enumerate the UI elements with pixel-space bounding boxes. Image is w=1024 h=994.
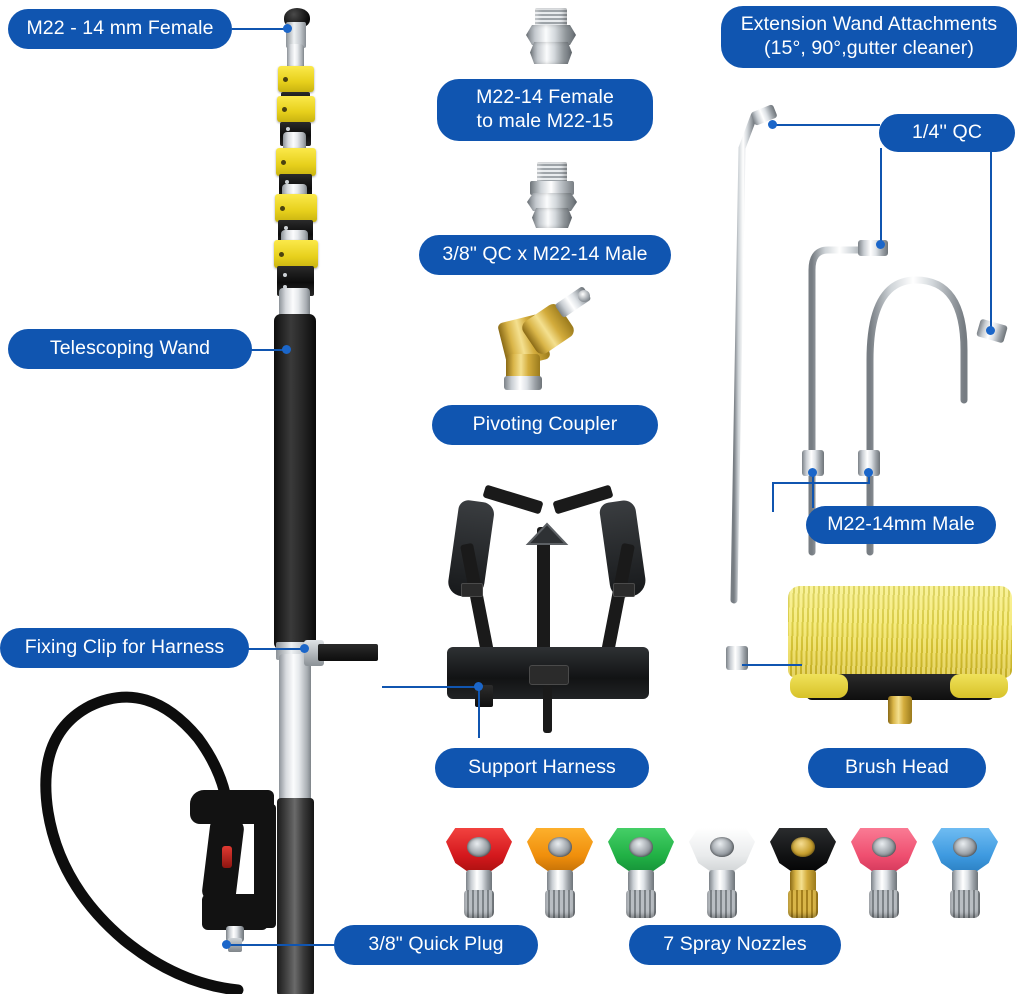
label-quick-plug[interactable]: 3/8" Quick Plug — [334, 925, 538, 965]
leader-qc-15 — [772, 124, 880, 126]
nozzle-orifice-icon — [548, 837, 572, 857]
label-pivoting-coupler[interactable]: Pivoting Coupler — [432, 405, 658, 445]
brush-head — [784, 586, 1016, 736]
leader-telescoping-wand — [232, 349, 286, 351]
label-adapter-female-to-male[interactable]: M22-14 Female to male M22-15 — [437, 79, 653, 141]
label-support-harness[interactable]: Support Harness — [435, 748, 649, 788]
brush-head-fitting — [888, 696, 912, 724]
leader-qc-90 — [880, 148, 882, 244]
label-m22-14-female[interactable]: M22 - 14 mm Female — [8, 9, 232, 49]
pivoting-coupler — [492, 285, 600, 390]
anchor-dot-qc-90 — [876, 240, 885, 249]
leader-m22-male-v1 — [812, 472, 814, 508]
nozzle-blue-spare — [930, 828, 1000, 920]
anchor-dot-m22-male-90 — [808, 468, 817, 477]
extension-wand-15-degree — [730, 112, 758, 604]
label-extension-wand[interactable]: Extension Wand Attachments (15°, 90°,gut… — [721, 6, 1017, 68]
leader-fixing-clip — [248, 648, 304, 650]
nozzle-black-soap — [768, 828, 838, 920]
nozzle-white-40-degree — [687, 828, 757, 920]
anchor-dot-m22-male-gutter — [864, 468, 873, 477]
nozzle-orifice-icon — [872, 837, 896, 857]
label-m22-14mm-male[interactable]: M22-14mm Male — [806, 506, 996, 544]
nozzle-orifice-icon — [629, 837, 653, 857]
leader-support-harness-v — [478, 686, 480, 738]
label-qc-male-adapter[interactable]: 3/8" QC x M22-14 Male — [419, 235, 671, 275]
leader-brush-head — [742, 664, 802, 666]
m22-male-fitting-gutter — [858, 450, 880, 476]
gutter-cleaner-wand — [866, 276, 968, 556]
leader-m22-male-v2 — [868, 472, 870, 484]
adapter-three-eighths-qc-x-m22-14-male — [523, 162, 581, 228]
nozzle-orifice-icon — [710, 837, 734, 857]
label-quarter-qc[interactable]: 1/4'' QC — [879, 114, 1015, 152]
anchor-dot-qc-gutter — [986, 326, 995, 335]
harness-triangle-clip — [525, 522, 569, 545]
anchor-dot-qc-15 — [768, 120, 777, 129]
label-fixing-clip[interactable]: Fixing Clip for Harness — [0, 628, 249, 668]
anchor-dot-fixing-clip — [300, 644, 309, 653]
nozzle-green-25-degree — [606, 828, 676, 920]
nozzle-orifice-icon — [791, 837, 815, 857]
label-brush-head[interactable]: Brush Head — [808, 748, 986, 788]
leader-m22-male-h — [772, 482, 870, 484]
telescoping-wand — [262, 8, 378, 994]
leader-quick-plug — [226, 944, 340, 946]
adapter-m22-14-female-to-m22-15-male — [520, 8, 582, 66]
nozzle-orange-15-degree — [525, 828, 595, 920]
leader-qc-gutter — [990, 148, 992, 330]
label-telescoping-wand[interactable]: Telescoping Wand — [8, 329, 252, 369]
nozzle-orifice-icon — [467, 837, 491, 857]
leader-m22-female — [232, 28, 287, 30]
m22-male-fitting-15-degree — [726, 646, 748, 670]
anchor-dot-m22-female — [283, 24, 292, 33]
leader-support-harness-h — [382, 686, 480, 688]
leader-m22-male-v3 — [772, 482, 774, 512]
nozzle-pink-rotary — [849, 828, 919, 920]
m22-male-fitting-90-degree — [802, 450, 824, 476]
anchor-dot-quick-plug — [222, 940, 231, 949]
support-harness — [425, 484, 670, 737]
anchor-dot-support-harness — [474, 682, 483, 691]
fixing-clip-strap — [318, 644, 378, 661]
label-spray-nozzles[interactable]: 7 Spray Nozzles — [629, 925, 841, 965]
extension-wand-90-degree — [808, 246, 876, 556]
nozzle-red-0-degree — [444, 828, 514, 920]
anchor-dot-telescoping-wand — [282, 345, 291, 354]
extension-wands-group — [730, 112, 968, 604]
spray-gun — [188, 790, 300, 966]
harness-belt-buckle — [529, 665, 569, 685]
high-pressure-hose — [40, 691, 244, 994]
nozzle-orifice-icon — [953, 837, 977, 857]
